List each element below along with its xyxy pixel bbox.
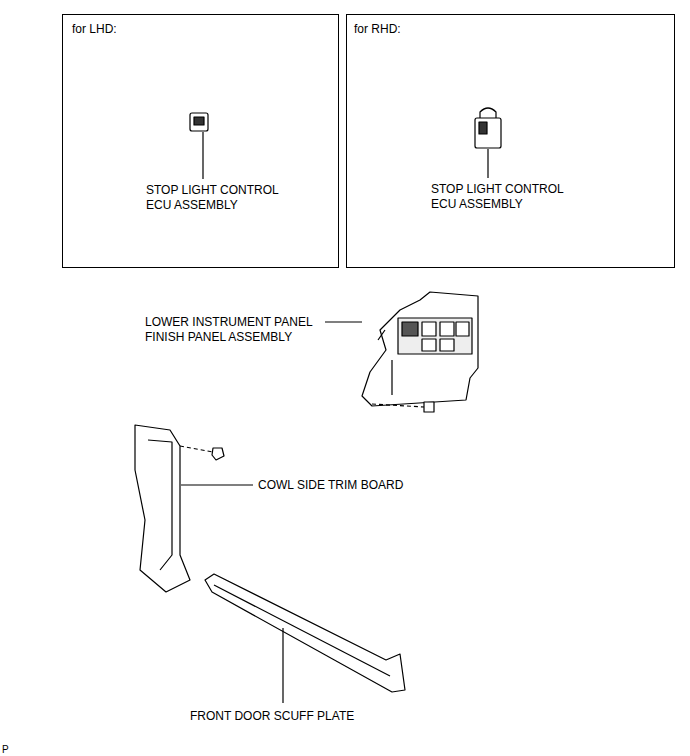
part-label: LOWER INSTRUMENT PANEL FINISH PANEL ASSE… (145, 315, 323, 345)
variant-box: for LHD: STOP LIGHT CONTROL ECU ASSEMBLY (62, 14, 339, 268)
variant-heading: for RHD: (354, 22, 554, 37)
page-code: P (2, 742, 22, 756)
part-label: STOP LIGHT CONTROL ECU ASSEMBLY (431, 182, 576, 212)
part-label: COWL SIDE TRIM BOARD (258, 478, 458, 493)
variant-heading: for LHD: (72, 22, 272, 37)
part-label: STOP LIGHT CONTROL ECU ASSEMBLY (146, 183, 291, 213)
variant-box: for RHD: STOP LIGHT CONTROL ECU ASSEMBLY (346, 14, 675, 268)
part-label: FRONT DOOR SCUFF PLATE (190, 709, 410, 724)
